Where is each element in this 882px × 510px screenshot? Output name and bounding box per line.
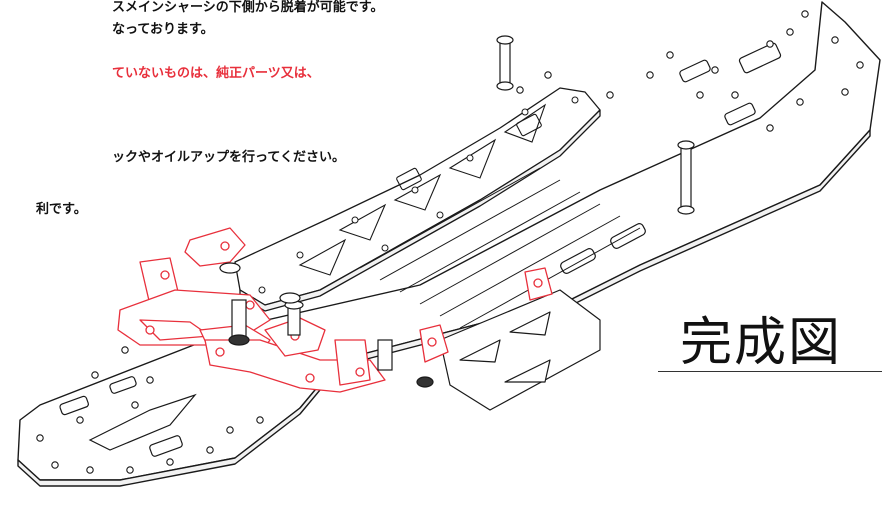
top-deck-cutouts: [298, 103, 547, 276]
instruction-line-4: ックやオイルアップを行ってください。: [112, 150, 345, 165]
battery-tray: [359, 167, 641, 329]
instruction-line-3-highlight: ていないものは、純正パーツ又は、: [112, 66, 320, 81]
instruction-line-5: 利です。: [36, 202, 87, 217]
instruction-line-2: なっております。: [112, 22, 214, 37]
title-underline: [658, 371, 882, 372]
main-chassis-plate: [17, 1, 881, 487]
plate-holes: [36, 10, 864, 474]
top-deck-holes: [258, 96, 579, 294]
rear-pod: [439, 289, 601, 411]
completion-diagram-title: 完成図: [680, 313, 843, 373]
instruction-line-1: スメインシャーシの下側から脱着が可能です。: [112, 0, 384, 15]
plate-cutouts: [59, 42, 782, 457]
front-hardware: [219, 262, 434, 388]
chassis-posts: [496, 35, 695, 215]
